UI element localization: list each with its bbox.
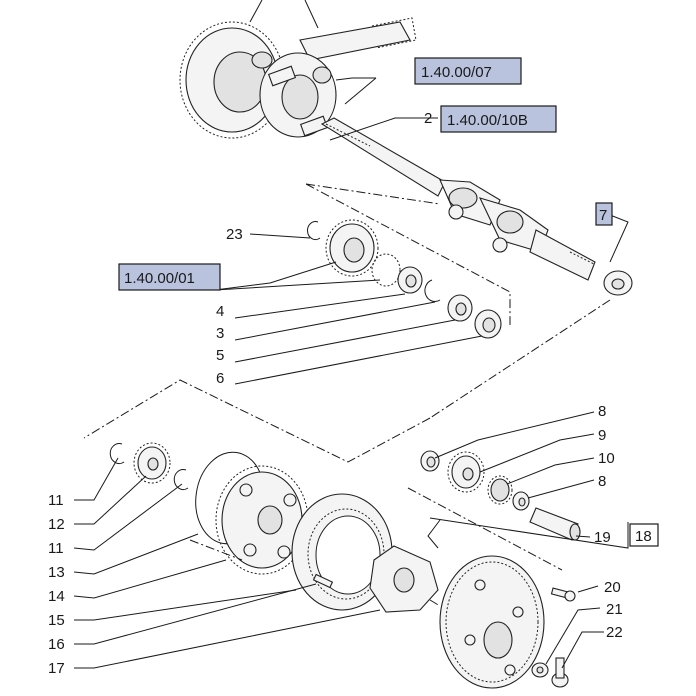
part-17-flange-plate [369, 545, 439, 613]
part-22-screw [551, 657, 569, 688]
part-6-seal [474, 309, 502, 339]
callout-box-7[interactable]: 7 [595, 202, 613, 226]
ref-box-01[interactable]: 1.40.00/01 [118, 263, 221, 291]
hub-disc [439, 555, 545, 689]
part-4-bearing [397, 266, 423, 294]
ref-label-01: 1.40.00/01 [124, 270, 195, 287]
crown-wheel-assembly [179, 0, 417, 139]
planetary-gear-subassembly [325, 219, 401, 287]
callout-6: 6 [216, 370, 224, 387]
part-3-snap-ring [424, 279, 441, 303]
part-19-pin [529, 507, 581, 541]
callout-7: 7 [599, 207, 607, 224]
part-11-upper-circlip [109, 443, 125, 464]
callout-15: 15 [48, 612, 65, 629]
part-14-planet-carrier [215, 465, 309, 575]
part-8-upper-washer [420, 450, 440, 472]
ref-box-18[interactable]: 18 [629, 523, 659, 547]
ref-label-18: 18 [635, 528, 652, 545]
callout-4: 4 [216, 303, 224, 320]
part-8-lower-washer [512, 491, 530, 511]
part-12-planet-gear [133, 442, 171, 484]
callout-5: 5 [216, 347, 224, 364]
callout-12: 12 [48, 516, 65, 533]
part-23-circlip [307, 221, 321, 241]
callout-13: 13 [48, 564, 65, 581]
callout-20: 20 [604, 579, 621, 596]
callout-8-upper: 8 [598, 403, 606, 420]
callout-14: 14 [48, 588, 65, 605]
leader-lines-top [214, 77, 629, 385]
callout-19: 19 [594, 529, 611, 546]
callout-9: 9 [598, 427, 606, 444]
leader-lines-left [73, 457, 604, 669]
part-20-bolt [550, 587, 576, 602]
callout-23: 23 [226, 226, 243, 243]
callout-17: 17 [48, 660, 65, 677]
callout-21: 21 [606, 601, 623, 618]
callout-11-lower: 11 [48, 540, 64, 557]
callout-10: 10 [598, 450, 615, 467]
callout-11-upper: 11 [48, 492, 64, 509]
lower-dashed-boundary [189, 539, 441, 607]
part-11-lower-circlip [173, 469, 189, 490]
callout-8-lower: 8 [598, 473, 606, 490]
callout-16: 16 [48, 636, 65, 653]
axle-shaft [320, 117, 596, 281]
ref-box-10b[interactable]: 1.40.00/10B [440, 105, 557, 133]
ref-label-10b: 1.40.00/10B [447, 112, 528, 129]
ref-box-07[interactable]: 1.40.00/07 [414, 57, 522, 85]
callout-3: 3 [216, 325, 224, 342]
leader-lines-right [407, 411, 629, 571]
callout-2: 2 [424, 110, 432, 127]
ref-label-07: 1.40.00/07 [421, 64, 492, 81]
part-5-ring [447, 294, 473, 322]
part-9-pinion-gear [447, 451, 485, 493]
callout-22: 22 [606, 624, 623, 641]
part-21-washer [531, 662, 549, 678]
part-7-washer [603, 270, 633, 296]
part-10-needle-bearing [487, 475, 513, 505]
part-16-stud [312, 573, 334, 589]
